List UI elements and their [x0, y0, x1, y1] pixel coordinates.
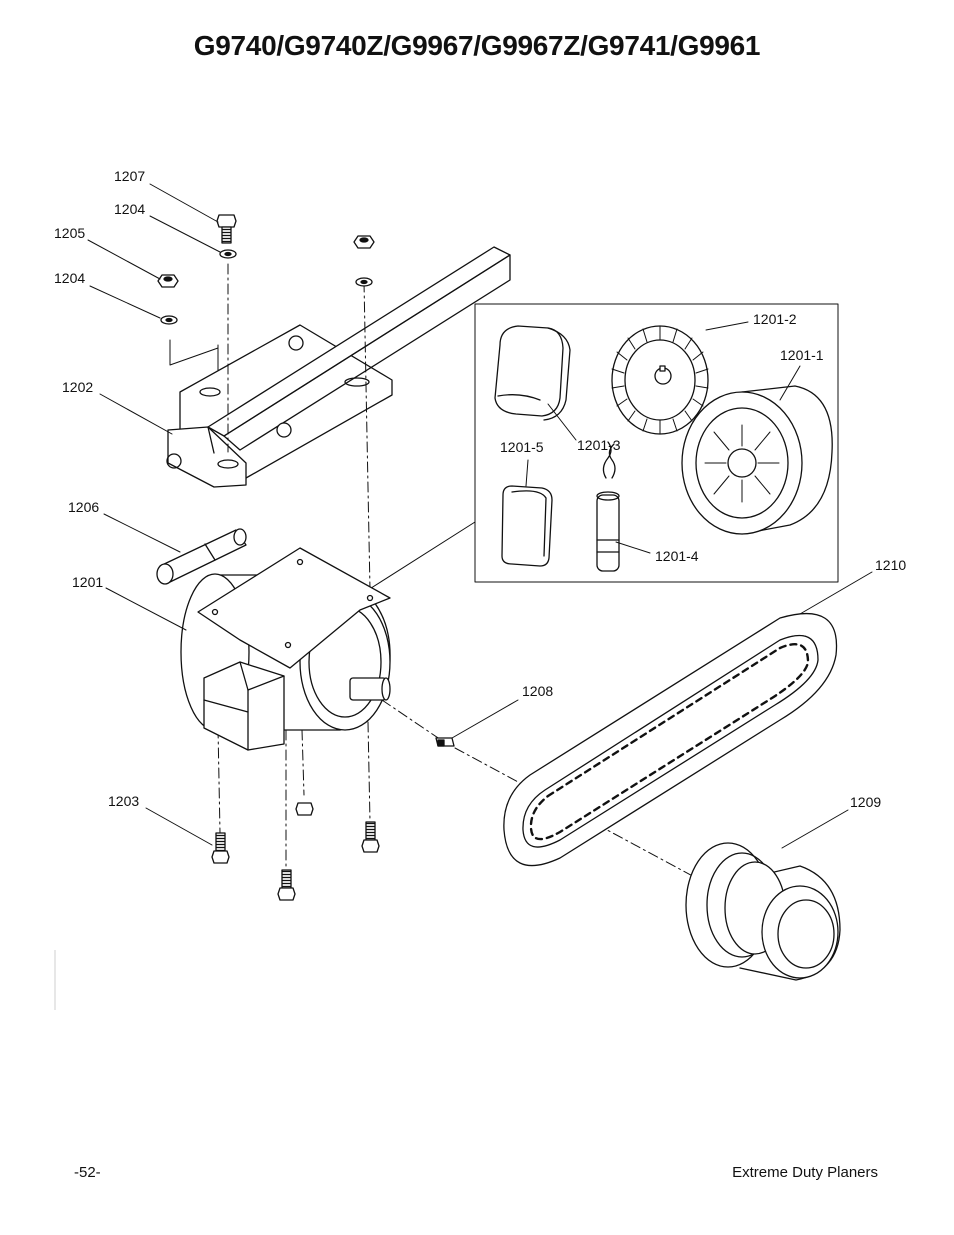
callout-1203: 1203	[108, 793, 139, 809]
callout-1210: 1210	[875, 557, 906, 573]
motor-mount-assembly	[166, 246, 511, 488]
manual-name: Extreme Duty Planers	[732, 1164, 878, 1181]
callout-1201-2: 1201-2	[753, 311, 797, 327]
capacitor-cover-part	[494, 325, 571, 421]
motor-pivot-shaft-1206	[156, 528, 247, 585]
callout-1202: 1202	[62, 379, 93, 395]
page-number: -52-	[74, 1164, 101, 1181]
fan-cover-part	[681, 385, 833, 535]
hex-nut-1205	[157, 274, 179, 325]
callout-1204-top: 1204	[114, 201, 145, 217]
callout-1205: 1205	[54, 225, 85, 241]
hex-bolt-1207	[216, 214, 237, 259]
inset-leader-line	[367, 521, 476, 591]
callout-1207: 1207	[114, 168, 145, 184]
callout-1208: 1208	[522, 683, 553, 699]
hex-nut-right	[353, 235, 375, 287]
page-title: G9740/G9740Z/G9967/G9967Z/G9741/G9961	[193, 30, 761, 61]
callout-1201-5: 1201-5	[500, 439, 544, 455]
inset-box	[474, 303, 839, 583]
callout-1201-3: 1201-3	[577, 437, 621, 453]
motor-pulley-1209	[685, 842, 841, 981]
callout-1204-lower: 1204	[54, 270, 85, 286]
hex-nut-1203-c	[295, 802, 314, 816]
callout-1201-4: 1201-4	[655, 548, 699, 564]
motor-key-1208	[435, 737, 455, 747]
callout-1201: 1201	[72, 574, 103, 590]
hex-bolt-1203-d	[361, 821, 380, 853]
motor-1201	[180, 547, 391, 751]
callout-1206: 1206	[68, 499, 99, 515]
capacitor-part	[596, 441, 620, 572]
fan-part	[611, 325, 709, 435]
hex-bolt-1203-b	[277, 869, 296, 901]
callout-1209: 1209	[850, 794, 881, 810]
callout-1201-1: 1201-1	[780, 347, 824, 363]
capacitor-boot-part	[501, 485, 553, 567]
hex-bolt-1203-a	[211, 832, 230, 864]
drive-belt-1210	[503, 612, 838, 867]
